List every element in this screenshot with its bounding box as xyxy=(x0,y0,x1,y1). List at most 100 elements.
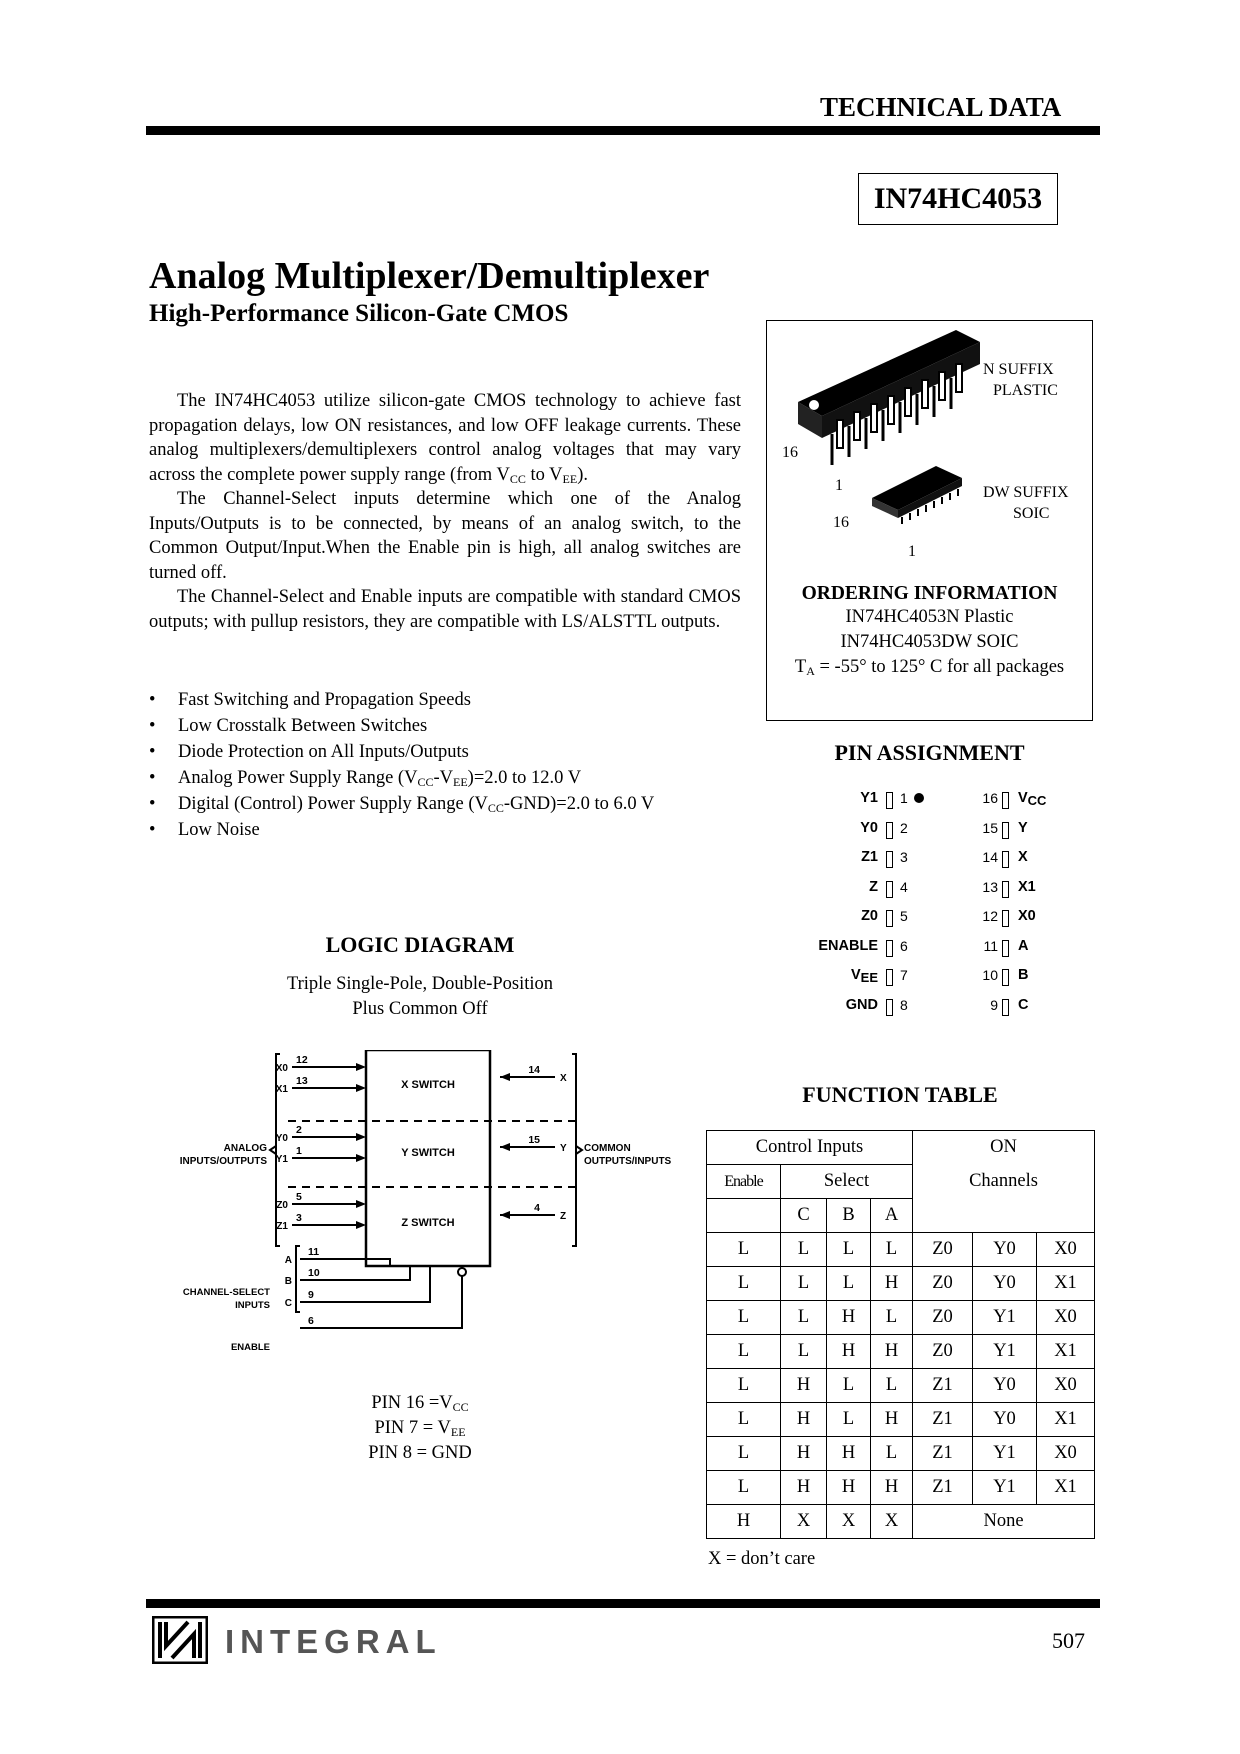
control-pin-number: 6 xyxy=(308,1315,314,1327)
output-pin-name: Z xyxy=(560,1211,566,1222)
arrow-right-icon xyxy=(356,1221,366,1229)
table-cell: Y1 xyxy=(972,1436,1037,1471)
control-line xyxy=(300,1266,431,1303)
table-cell: L xyxy=(826,1232,871,1267)
pin-label: A xyxy=(1018,937,1029,954)
table-cell: X1 xyxy=(1036,1402,1095,1437)
pin-number: 5 xyxy=(900,908,908,924)
table-cell: L xyxy=(870,1368,913,1403)
pin-label: Z0 xyxy=(861,908,878,924)
table-cell: Z0 xyxy=(912,1232,973,1267)
c-header: C xyxy=(780,1198,827,1233)
z-switch-label: Z SWITCH xyxy=(401,1217,454,1229)
description: The IN74HC4053 utilize silicon-gate CMOS… xyxy=(149,389,741,634)
enable-label: ENABLE xyxy=(231,1342,270,1350)
n-suffix-type: PLASTIC xyxy=(993,382,1058,399)
table-cell: X1 xyxy=(1036,1266,1095,1301)
page-title: Analog Multiplexer/Demultiplexer xyxy=(149,255,710,297)
header-rule xyxy=(146,126,1100,135)
function-table-heading: FUNCTION TABLE xyxy=(802,1082,998,1107)
logic-diagram: X SWITCH Y SWITCH Z SWITCH ANALOG INPUTS… xyxy=(180,1050,672,1350)
table-cell: X xyxy=(826,1504,871,1539)
control-pin-number: 10 xyxy=(308,1267,320,1279)
pin-marker xyxy=(1002,792,1009,809)
output-pin-number: 14 xyxy=(528,1064,540,1076)
output-pin-number: 4 xyxy=(534,1202,540,1214)
pin-label: Y1 xyxy=(860,790,878,806)
pin-marker xyxy=(886,969,893,986)
table-cell: H xyxy=(826,1470,871,1505)
table-cell: H xyxy=(780,1368,827,1403)
pin-label: Y0 xyxy=(860,819,878,836)
pin-marker xyxy=(886,851,893,868)
arrow-left-icon xyxy=(500,1073,510,1081)
package-info-box xyxy=(766,320,1093,721)
input-pin-number: 13 xyxy=(296,1075,308,1087)
arrow-right-icon xyxy=(356,1133,366,1141)
control-pin-name: A xyxy=(285,1255,292,1266)
table-cell: L xyxy=(870,1436,913,1471)
pin-label: X0 xyxy=(1018,908,1036,924)
table-cell: H xyxy=(780,1436,827,1471)
pin-marker xyxy=(886,910,893,927)
pin-label: X1 xyxy=(1018,878,1036,895)
pin16-note: PIN 16 =VCC xyxy=(371,1393,469,1414)
table-cell: Z1 xyxy=(912,1436,973,1471)
table-cell: None xyxy=(912,1504,1095,1539)
pin-marker xyxy=(886,998,893,1016)
pin-marker xyxy=(886,880,893,898)
arrow-left-icon xyxy=(500,1143,510,1151)
feature-item: •Analog Power Supply Range (VCC-VEE)=2.0… xyxy=(149,768,582,789)
pin-number: 4 xyxy=(900,878,908,895)
feature-item: •Diode Protection on All Inputs/Outputs xyxy=(149,742,469,762)
pin-number: 1 xyxy=(900,790,908,806)
pin-marker xyxy=(1002,969,1009,986)
soic-pin1-label: 1 xyxy=(908,543,916,560)
table-cell: L xyxy=(706,1368,781,1403)
dip-package-icon xyxy=(798,330,980,465)
a-header: A xyxy=(870,1198,913,1233)
table-cell: L xyxy=(870,1300,913,1335)
table-cell: L xyxy=(780,1300,827,1335)
control-line xyxy=(300,1258,391,1266)
pin-number: 12 xyxy=(982,908,998,924)
logic-caption: Triple Single-Pole, Double-Position xyxy=(286,974,554,994)
table-cell: L xyxy=(780,1334,827,1369)
n-suffix-label: N SUFFIX xyxy=(983,361,1054,378)
analog-label: INPUTS/OUTPUTS xyxy=(180,1156,267,1167)
pin7-note: PIN 7 = VEE xyxy=(374,1418,466,1439)
pin-marker xyxy=(1002,821,1009,839)
description-p2: The Channel-Select inputs determine whic… xyxy=(149,489,741,583)
table-cell: Y0 xyxy=(972,1402,1037,1437)
table-cell: Y0 xyxy=(972,1266,1037,1301)
pin-marker xyxy=(1002,998,1009,1016)
table-cell: X xyxy=(780,1504,827,1539)
page-number: 507 xyxy=(1052,1628,1085,1653)
table-cell: Z0 xyxy=(912,1334,973,1369)
control-line xyxy=(300,1266,463,1329)
table-cell: Z1 xyxy=(912,1402,973,1437)
feature-item: •Digital (Control) Power Supply Range (V… xyxy=(149,794,655,815)
table-cell: H xyxy=(870,1470,913,1505)
control-pin-number: 9 xyxy=(308,1289,314,1301)
blank-cell xyxy=(912,1198,1095,1233)
ordering-heading: ORDERING INFORMATION xyxy=(801,583,1058,604)
table-cell: L xyxy=(706,1402,781,1437)
enable-header: Enable xyxy=(706,1164,781,1199)
common-label: OUTPUTS/INPUTS xyxy=(584,1156,672,1167)
common-label: COMMON xyxy=(584,1143,631,1154)
footer-rule xyxy=(146,1599,1100,1608)
feature-item: •Fast Switching and Propagation Speeds xyxy=(149,690,471,710)
chsel-bracket xyxy=(295,1245,300,1313)
page-subtitle: High-Performance Silicon-Gate CMOS xyxy=(149,300,569,327)
table-cell: L xyxy=(706,1266,781,1301)
control-line xyxy=(300,1266,411,1281)
doc-type-label: TECHNICAL DATA xyxy=(820,92,1062,122)
channels-header: Channels xyxy=(912,1164,1095,1199)
table-cell: Y0 xyxy=(972,1232,1037,1267)
pin-label: X xyxy=(1018,849,1028,865)
